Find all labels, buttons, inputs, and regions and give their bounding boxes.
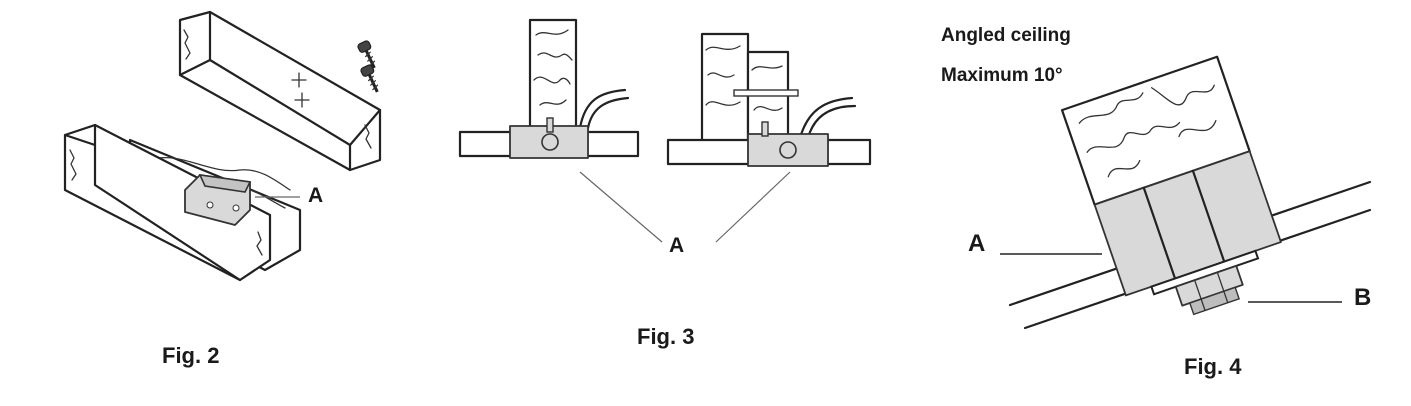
fig3-left-assembly [458,18,640,159]
fig3-leader-a-left [579,171,663,243]
fig2-screws [357,40,379,93]
fig4-illustration [1000,55,1372,330]
fig4-heading: Angled ceiling [941,25,1071,46]
fig2-label-a: A [308,184,324,207]
fig3-leader-a-right [715,171,791,243]
fig4-assembly [1060,55,1282,316]
fig4-subheading: Maximum 10° [941,65,1063,86]
fig4-caption: Fig. 4 [1184,354,1242,379]
fig2-bracket [184,174,252,226]
fig2-left-beam [63,123,272,282]
figure-4: Angled ceiling Maximum 10° A [930,0,1411,406]
fig4-label-b: B [1354,284,1372,311]
fig2-caption: Fig. 2 [162,343,220,368]
fig4-label-a: A [968,230,986,257]
fig3-illustration [458,18,872,243]
fig3-caption: Fig. 3 [637,324,695,349]
fig3-right-assembly [666,32,872,167]
fig2-illustration [63,10,382,282]
fig3-label-a: A [669,234,685,257]
figure-2: A Fig. 2 [0,0,420,406]
figure-3: A Fig. 3 [440,0,910,406]
fig2-top-beam [178,10,382,172]
